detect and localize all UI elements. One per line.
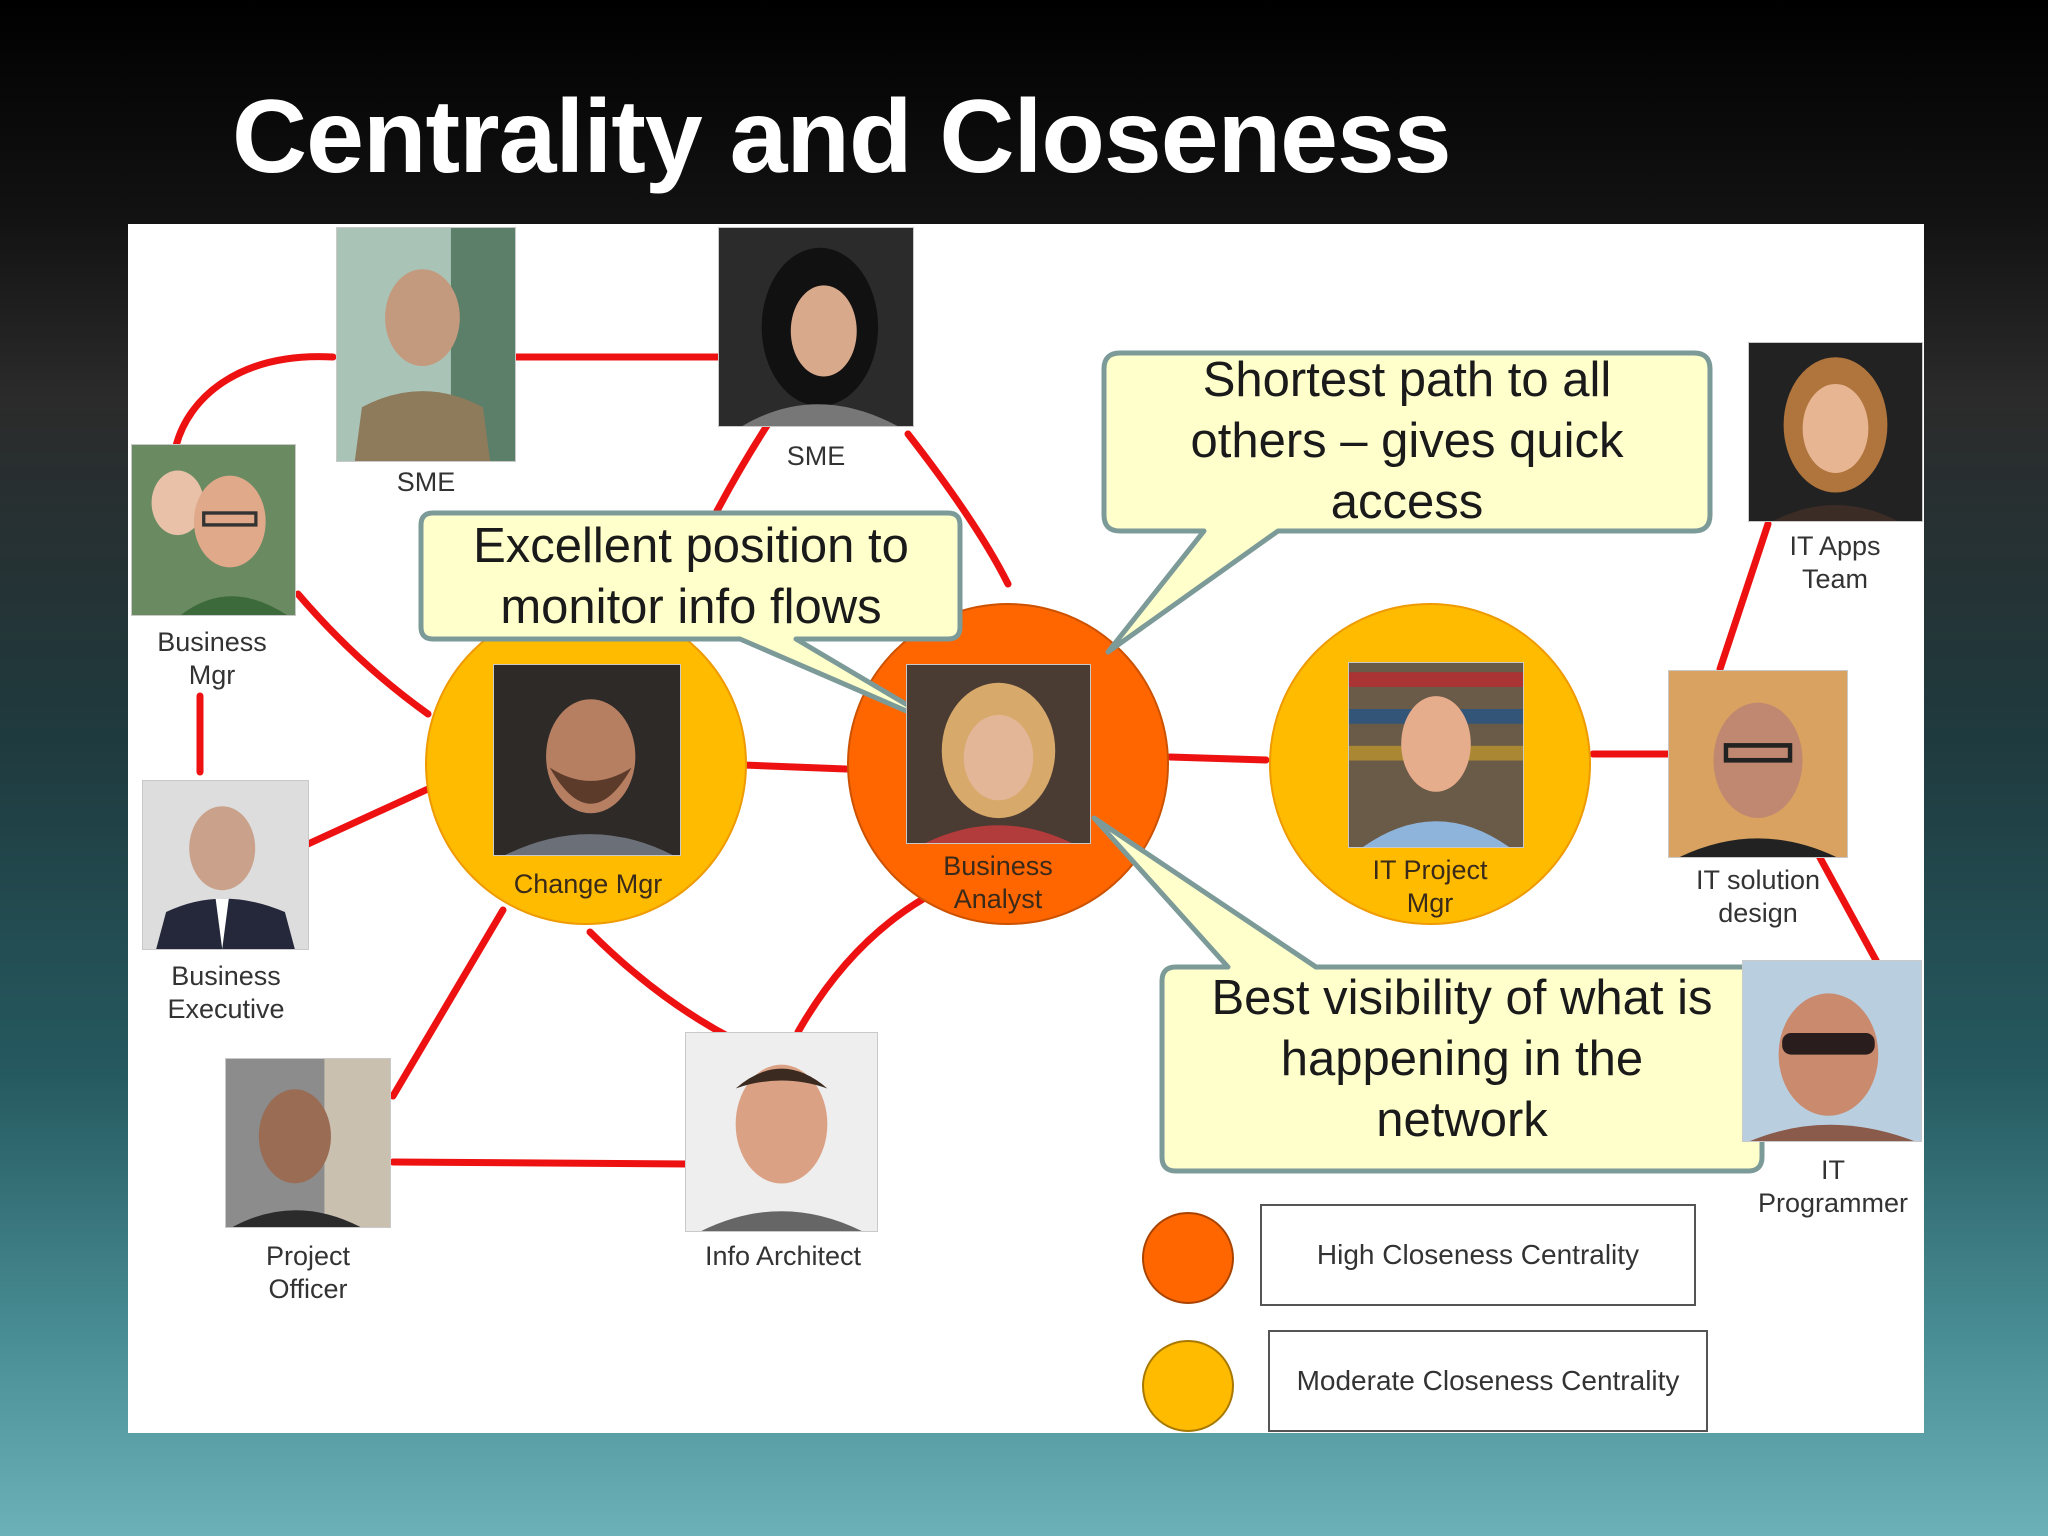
callout-monitor-text: Excellent position to monitor info flows — [473, 519, 909, 634]
person-icon — [1743, 961, 1921, 1141]
business-analyst-photo — [906, 664, 1091, 844]
business-executive-photo — [142, 780, 309, 950]
sme-1-photo — [336, 227, 516, 462]
edge-it-apps-it-solution — [1716, 520, 1772, 673]
slide-title: Centrality and Closeness — [232, 79, 1452, 195]
project-officer-photo — [225, 1058, 391, 1228]
edge-business-analyst-info-architect — [794, 895, 927, 1036]
it-solution-design-label: IT solution design — [1695, 865, 1821, 928]
person-icon — [719, 228, 913, 426]
edge-executive-change-mgr — [304, 785, 432, 848]
sme-2-label: SME — [786, 441, 846, 471]
edge-change-mgr-project-officer — [389, 906, 507, 1100]
change-mgr-label: Change Mgr — [513, 869, 663, 899]
sme-1-label: SME — [396, 467, 456, 497]
person-icon — [143, 781, 308, 949]
person-icon — [686, 1033, 877, 1231]
person-icon — [337, 228, 515, 461]
business-mgr-label: Business Mgr — [157, 627, 267, 690]
network-diagram: SME SME Business Mgr Business Executive … — [128, 224, 1924, 1433]
callout-visibility-text: Best visibility of what is happening in … — [1211, 971, 1713, 1147]
change-mgr-photo — [493, 664, 681, 856]
edge-business-mgr-change-mgr — [294, 590, 432, 718]
callout-monitor-shape — [418, 510, 963, 732]
person-icon — [226, 1059, 390, 1227]
info-architect-photo — [685, 1032, 878, 1232]
edge-sme1-business-mgr — [172, 353, 337, 450]
person-icon — [494, 665, 680, 855]
edge-it-solution-programmer — [1814, 850, 1882, 968]
network-edges — [172, 353, 1882, 1168]
edge-business-analyst-it-project-mgr — [1166, 753, 1270, 764]
person-icon — [1669, 671, 1847, 857]
callout-shortest-shape — [1101, 350, 1713, 655]
it-programmer-photo — [1742, 960, 1922, 1142]
legend-high-label: High Closeness Centrality — [1260, 1204, 1696, 1306]
it-solution-design-photo — [1668, 670, 1848, 858]
it-project-mgr-photo — [1348, 662, 1524, 848]
person-icon — [1749, 343, 1922, 521]
legend-high-swatch — [1142, 1212, 1234, 1304]
sme-2-photo — [718, 227, 914, 427]
project-officer-label: Project Officer — [265, 1241, 351, 1304]
it-apps-team-label: IT Apps Team — [1789, 531, 1881, 594]
callout-shortest-text: Shortest path to all others – gives quic… — [1190, 353, 1624, 529]
person-icon — [1349, 663, 1523, 847]
edge-change-mgr-info-architect — [586, 928, 737, 1043]
legend-moderate-label: Moderate Closeness Centrality — [1268, 1330, 1708, 1432]
it-programmer-label: IT Programmer — [1757, 1155, 1909, 1218]
person-icon — [907, 665, 1090, 843]
edge-sme2-business-analyst — [904, 430, 1012, 588]
business-executive-label: Business Executive — [167, 961, 285, 1024]
edge-project-officer-info-architect — [389, 1158, 692, 1168]
person-icon — [132, 445, 295, 615]
it-apps-team-photo — [1748, 342, 1923, 522]
info-architect-label: Info Architect — [704, 1241, 862, 1271]
it-project-mgr-label: IT Project Mgr — [1372, 855, 1488, 918]
legend-moderate-swatch — [1142, 1340, 1234, 1432]
business-analyst-label: Business Analyst — [943, 851, 1053, 914]
business-mgr-photo — [131, 444, 296, 616]
